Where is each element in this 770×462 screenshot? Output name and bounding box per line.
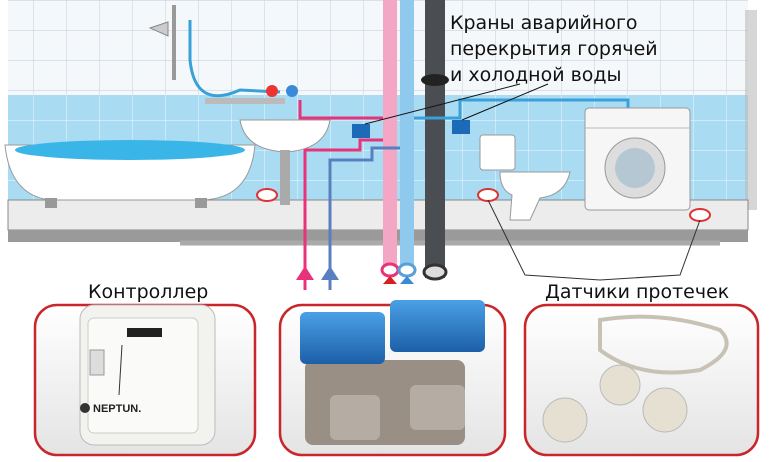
leak-sensor-devices [542, 314, 729, 443]
floor-slab [7, 199, 749, 246]
valves-callout: Краны аварийного перекрытия горячей и хо… [450, 12, 664, 86]
sewer-riser [425, 0, 445, 278]
cold-controller-arrow-icon [321, 266, 339, 280]
hot-controller-arrow-icon [296, 266, 314, 280]
water-risers [380, 0, 449, 284]
washing-machine-icon [584, 107, 691, 211]
hot-flow-arrow-icon [383, 276, 397, 284]
sensors-label: Датчики протечек [545, 281, 729, 303]
cold-water-riser [400, 0, 414, 268]
hot-shutoff-valve [352, 124, 370, 138]
motorized-ball-valves [300, 300, 485, 445]
callout-line [364, 83, 521, 125]
toilet-icon [479, 134, 571, 221]
cold-flow-arrow-icon [400, 276, 414, 284]
bathtub-icon [4, 140, 256, 208]
controller-label: Контроллер [88, 281, 208, 303]
neptun-logo: NEPTUN. [93, 403, 141, 415]
floor-leak-sensors [256, 188, 711, 281]
hot-water-riser [383, 0, 397, 268]
neptun-controller-device: NEPTUN. [79, 304, 216, 446]
shower-icon [148, 5, 176, 80]
callout-line [461, 83, 549, 121]
sink-icon [205, 85, 331, 205]
cold-shutoff-valve [452, 120, 470, 134]
